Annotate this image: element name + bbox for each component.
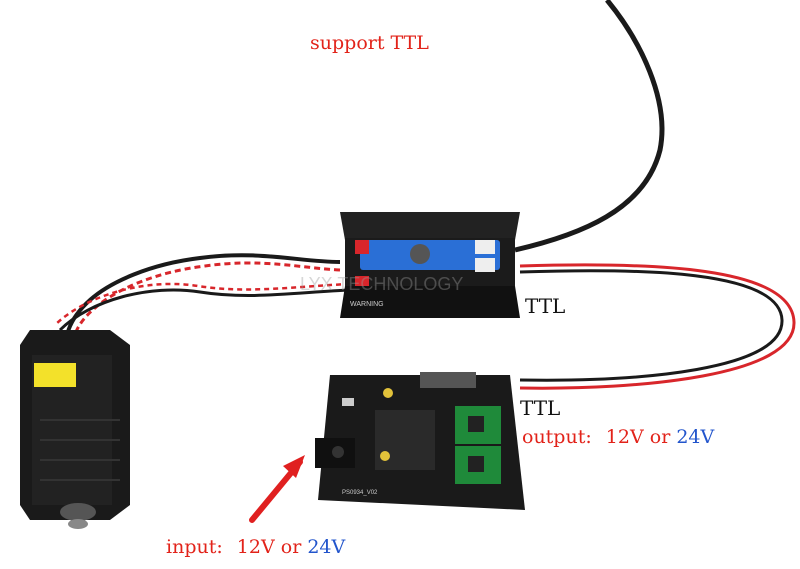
driver-ttl-label: TTL [525, 294, 566, 318]
ttl-cable-red [519, 263, 796, 390]
input-24v: 24V [307, 536, 346, 558]
laser-driver-module: WARNING [340, 212, 520, 318]
watermark: LYX TECHNOLOGY [300, 274, 463, 294]
board-ttl-label: TTL [520, 396, 561, 420]
output-or: or [649, 426, 671, 448]
input-12v: 12V [236, 536, 275, 558]
laser-lead-black-2 [58, 288, 351, 332]
output-24v: 24V [676, 426, 715, 448]
output-prefix: output: [522, 426, 592, 448]
support-ttl-label: support TTL [310, 32, 429, 54]
power-cable-black [514, 0, 665, 253]
input-or: or [280, 536, 302, 558]
driver-warning-text: WARNING [350, 301, 384, 308]
input-voltage-label: input: 12V or 24V [166, 538, 345, 557]
laser-lead-red-2 [55, 282, 351, 325]
board-silkscreen: PS0934_V02 [342, 490, 378, 496]
laser-module [20, 330, 130, 529]
ttl-cable-black [519, 269, 784, 382]
laser-lead-black [64, 253, 341, 361]
input-prefix: input: [166, 536, 223, 558]
output-12v: 12V [605, 426, 644, 448]
output-voltage-label: output: 12V or 24V [522, 428, 714, 447]
controller-board: PS0934_V02 [315, 372, 525, 510]
input-arrow [249, 455, 305, 523]
